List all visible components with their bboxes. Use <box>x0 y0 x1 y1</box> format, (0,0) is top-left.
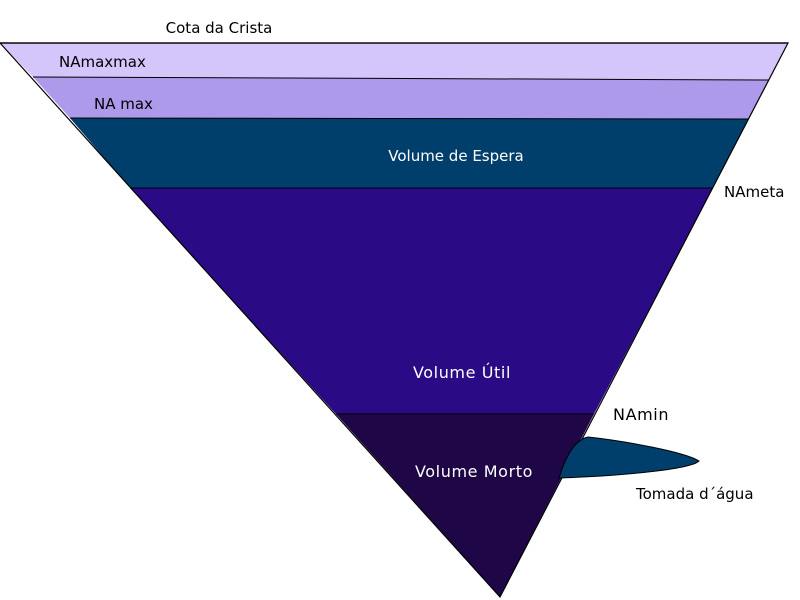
water-intake-shape <box>558 436 700 479</box>
label-volume-morto: Volume Morto <box>415 462 533 481</box>
zone-volume-util <box>130 188 713 414</box>
zone-namaxmax <box>0 43 788 80</box>
label-volume-util: Volume Útil <box>413 363 511 382</box>
label-tomada-agua: Tomada d´água <box>635 485 754 503</box>
label-namaxmax: NAmaxmax <box>59 53 146 71</box>
label-cota-crista: Cota da Crista <box>166 19 273 37</box>
label-nameta: NAmeta <box>724 183 784 201</box>
zone-na-max <box>33 77 769 119</box>
label-namin: NAmin <box>613 405 669 424</box>
level-line-na-max <box>69 117 750 120</box>
zone-volume-espera <box>70 118 749 188</box>
reservoir-outline <box>0 42 789 599</box>
level-line-namaxmax <box>32 76 770 81</box>
label-na-max: NA max <box>94 95 153 113</box>
zone-volume-morto <box>336 414 594 597</box>
label-volume-espera: Volume de Espera <box>388 147 523 165</box>
